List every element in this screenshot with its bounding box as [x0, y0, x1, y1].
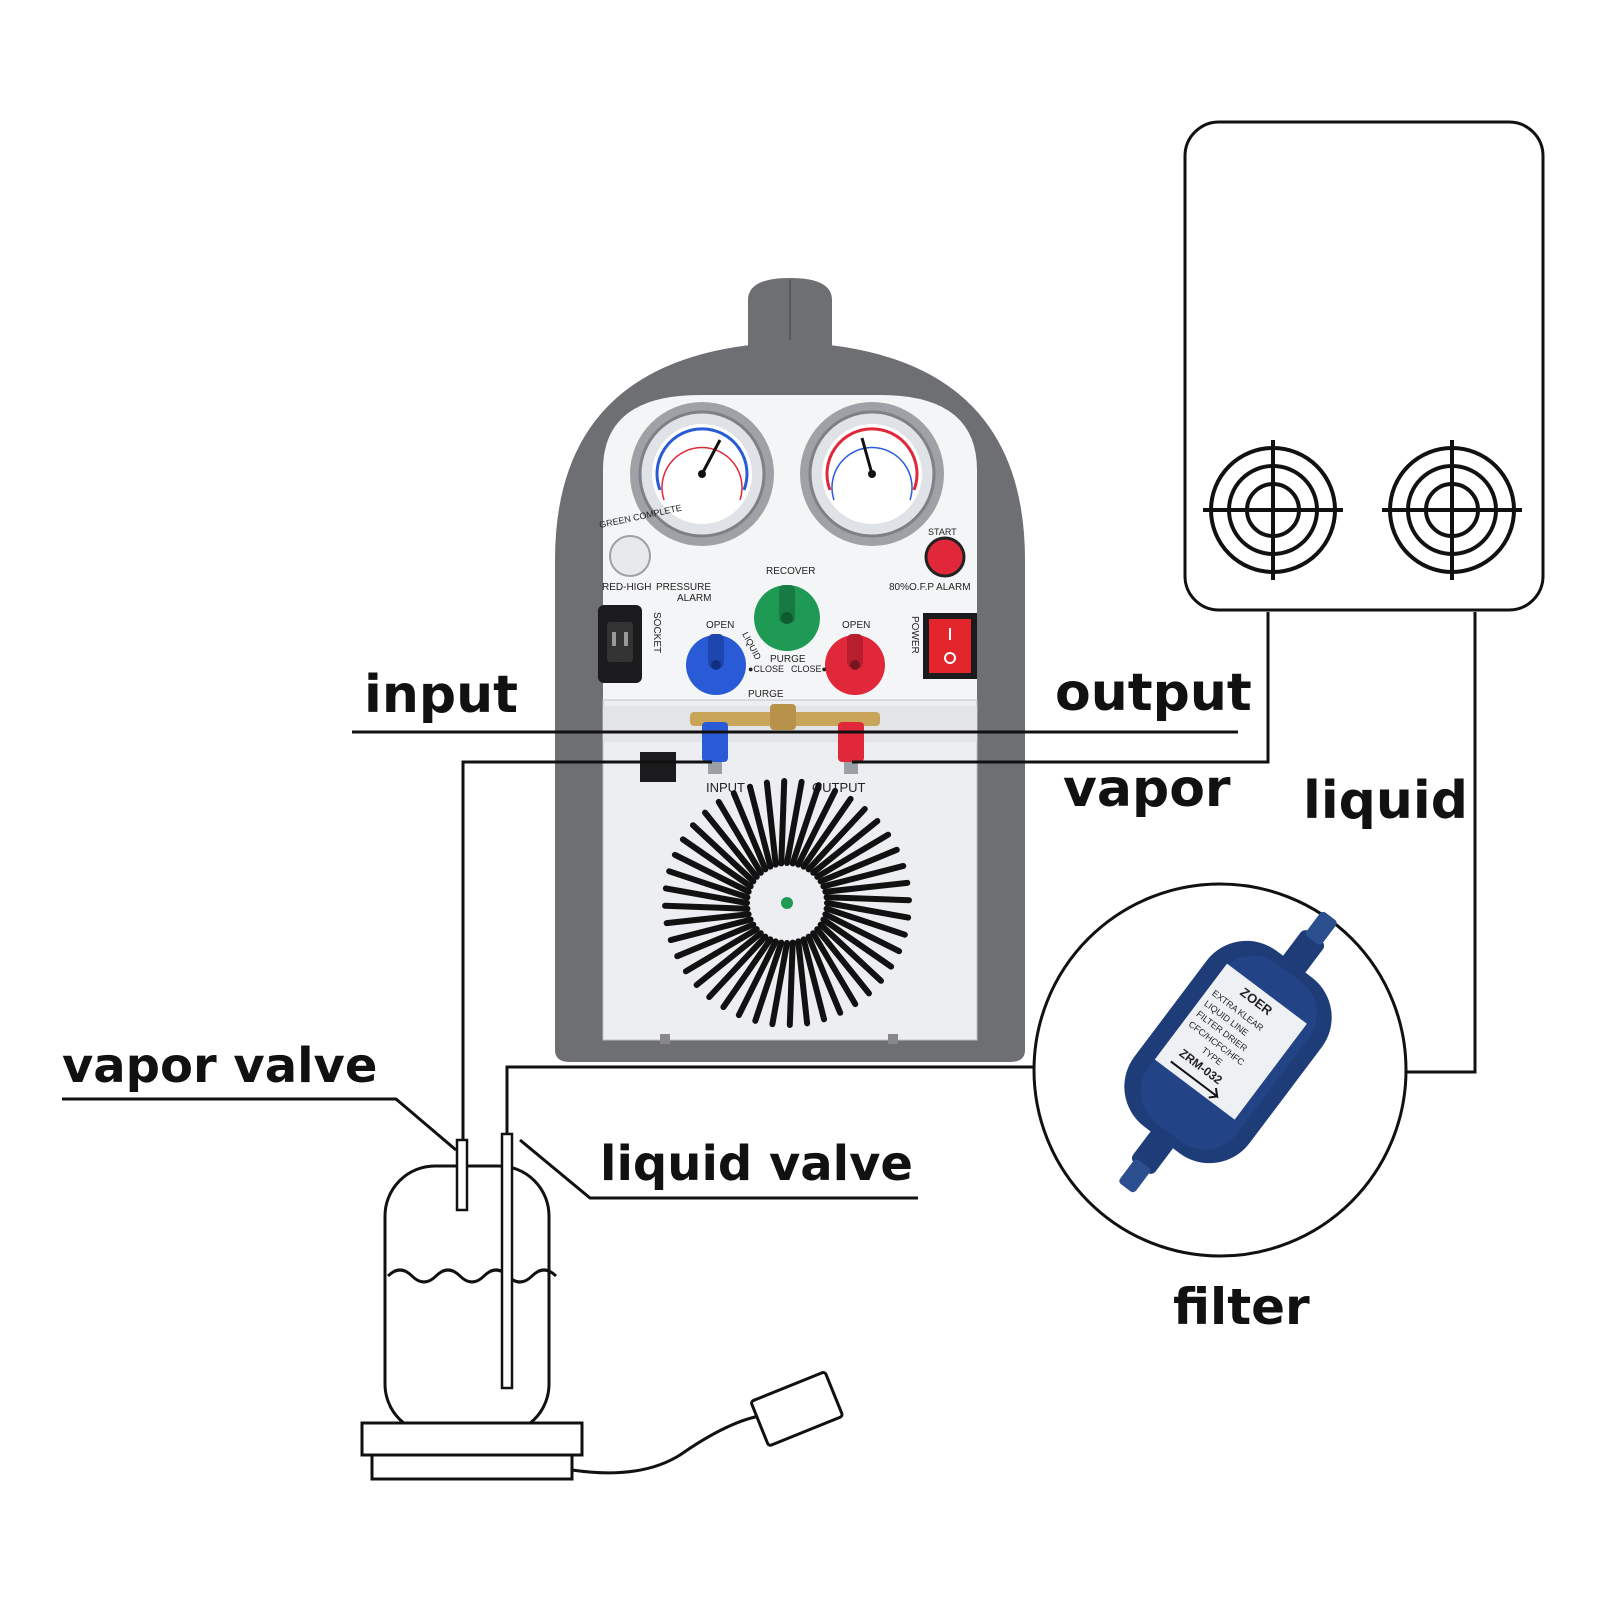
- fan-slot: [662, 885, 750, 906]
- fan-slot: [820, 916, 895, 970]
- input-valve-knob[interactable]: [686, 634, 746, 695]
- liquid-valve-label: liquid valve: [600, 1136, 913, 1192]
- fan-slot: [735, 938, 779, 1019]
- start-button[interactable]: [924, 536, 966, 578]
- open-right-label: OPEN: [842, 620, 870, 631]
- purge-low-label: PURGE: [748, 689, 784, 700]
- fan-slot: [805, 806, 868, 873]
- red-high-label: RED-HIGH: [602, 582, 651, 593]
- scale-top: [360, 1421, 584, 1457]
- fan-slot: [746, 783, 774, 870]
- input-port-label: INPUT: [706, 780, 745, 795]
- fan-slot: [822, 911, 903, 955]
- appliance-unit: [1183, 120, 1545, 612]
- fan-slot: [763, 779, 779, 868]
- close-left-label: ●CLOSE: [748, 664, 784, 674]
- fan-slot: [824, 900, 912, 921]
- fan-slot: [702, 809, 760, 880]
- fan-slot: [715, 798, 764, 876]
- ofp-alarm-label: 80%O.F.P ALARM: [889, 582, 971, 593]
- recover-valve-knob[interactable]: [754, 585, 820, 651]
- fan-slot: [805, 933, 844, 1016]
- fan-slot: [693, 930, 764, 988]
- fan-slot: [817, 846, 900, 885]
- fan-slot: [786, 939, 796, 1028]
- recovery-machine: GREEN COMPLETE RED-HIGH PRESSURE ALARM S…: [555, 278, 1025, 1062]
- small-toggle-switch[interactable]: [640, 752, 676, 782]
- fan-slot: [795, 938, 811, 1027]
- fan-slot: [730, 790, 769, 873]
- fan-slot: [662, 902, 751, 912]
- brass-manifold: [690, 704, 880, 730]
- output-valve-knob[interactable]: [825, 634, 885, 695]
- fan-slot: [820, 862, 907, 890]
- fan-slot: [795, 787, 839, 868]
- recover-label: RECOVER: [766, 566, 815, 577]
- fan-slot: [671, 851, 752, 895]
- fan-slot: [679, 836, 754, 890]
- scale-base: [370, 1453, 574, 1481]
- power-socket: [598, 605, 642, 683]
- close-right-label: CLOSE●: [791, 664, 827, 674]
- output-label: output: [1055, 663, 1252, 723]
- fan-slot: [666, 868, 751, 901]
- vapor-label: vapor: [1063, 759, 1231, 819]
- appliance-port-right-icon: [1382, 440, 1522, 580]
- fan-slot: [706, 933, 769, 1000]
- fan-indicator-dot: [781, 897, 793, 909]
- filter-drier: ZOER EXTRA KLEAR LIQUID LINE FILTER DRIE…: [1119, 911, 1337, 1193]
- open-left-label: OPEN: [706, 620, 734, 631]
- fan-slot: [823, 905, 908, 938]
- fan-slot: [720, 936, 774, 1011]
- appliance-port-left-icon: [1203, 440, 1343, 580]
- fan-slot: [800, 795, 854, 870]
- fan-slot: [667, 916, 754, 944]
- fan-slot: [800, 936, 828, 1023]
- fan-slot: [663, 911, 752, 927]
- scale-controller: [750, 1371, 844, 1447]
- filter-label: filter: [1173, 1278, 1310, 1336]
- fan-slot: [823, 894, 912, 904]
- power-label: POWER: [909, 616, 920, 654]
- fan-slot: [778, 778, 788, 867]
- fan-slot: [814, 831, 892, 880]
- fan-slot: [789, 782, 822, 867]
- start-label: START: [928, 527, 957, 537]
- fan-grille: [662, 778, 912, 1028]
- refrigerant-tank: [360, 1132, 844, 1481]
- fan-slot: [690, 822, 757, 885]
- fan-slot: [769, 940, 790, 1028]
- pressure-label: PRESSURE: [656, 582, 711, 593]
- connection-lines: [62, 612, 1477, 1200]
- fan-slot: [752, 939, 785, 1024]
- power-switch[interactable]: [923, 613, 977, 679]
- fan-slot: [810, 818, 881, 876]
- complete-indicator-lamp: [609, 535, 651, 577]
- fan-slot: [814, 926, 872, 997]
- liquid-valve-pipe: [500, 1132, 514, 1390]
- liquid-label: liquid: [1303, 771, 1468, 831]
- vapor-valve-label: vapor valve: [62, 1038, 377, 1094]
- output-port-label: OUTPUT: [812, 780, 866, 795]
- fan-slot: [810, 930, 859, 1008]
- purge-mid-label: PURGE: [770, 654, 806, 665]
- high-pressure-gauge: [800, 402, 944, 546]
- fan-slot: [682, 926, 760, 975]
- vapor-valve-pipe: [455, 1138, 469, 1212]
- fan-slot: [784, 778, 805, 866]
- fan-slot: [674, 921, 757, 960]
- input-label: input: [364, 665, 518, 725]
- fan-slot: [822, 879, 911, 895]
- socket-label: SOCKET: [651, 612, 662, 653]
- fan-slot: [817, 921, 884, 984]
- low-pressure-gauge: [630, 402, 774, 546]
- alarm-label: ALARM: [677, 593, 711, 604]
- filter-drier-callout: ZOER EXTRA KLEAR LIQUID LINE FILTER DRIE…: [1032, 882, 1408, 1258]
